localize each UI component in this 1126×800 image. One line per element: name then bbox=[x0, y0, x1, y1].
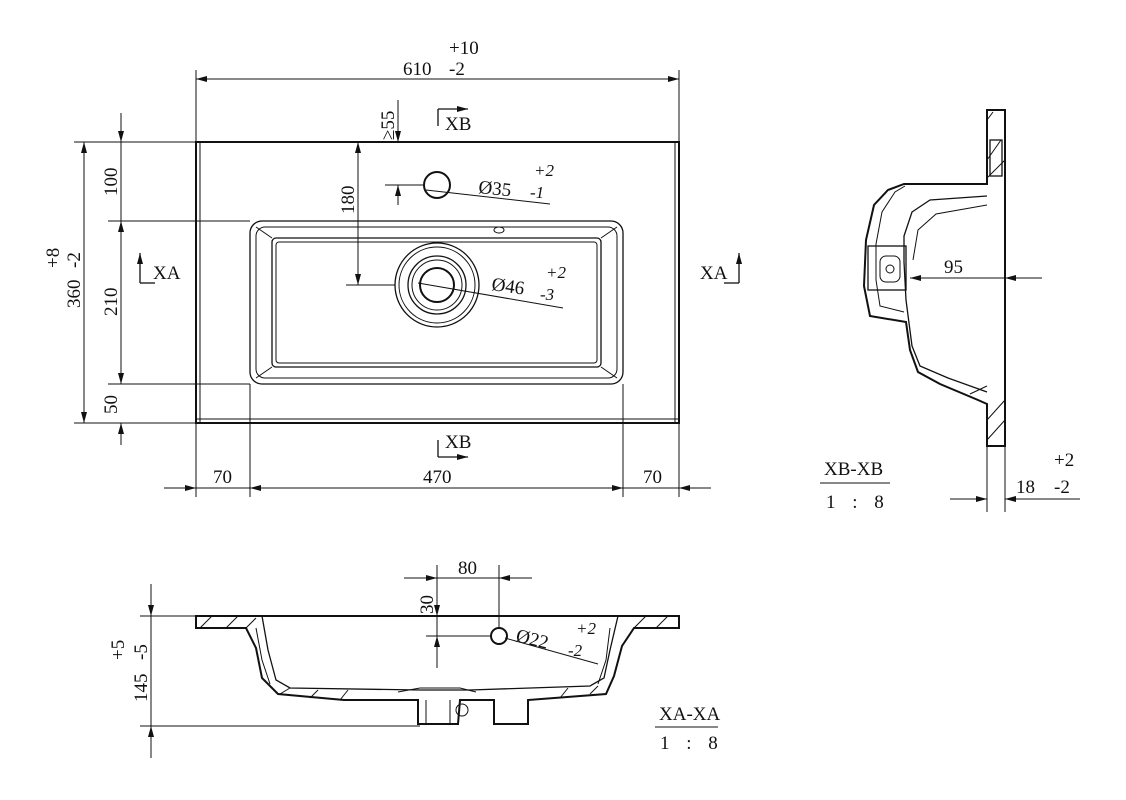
section-xa-profile bbox=[195, 615, 680, 725]
overflow-socket bbox=[867, 245, 907, 291]
section-xb-title: XB-XB bbox=[824, 459, 883, 480]
overflow-hole bbox=[490, 627, 508, 645]
left-margin-dim: 70 bbox=[213, 467, 232, 488]
section-marker-xb-bottom: XB bbox=[437, 432, 471, 460]
svg-text:XA: XA bbox=[153, 263, 181, 284]
front-margin-dim: 50 bbox=[101, 395, 122, 414]
overflow-tol-minus: -2 bbox=[568, 641, 583, 660]
overall-depth-value: 360 bbox=[64, 280, 85, 309]
height-tol-minus: -5 bbox=[131, 644, 152, 660]
back-margin-dim: 100 bbox=[101, 168, 122, 197]
thickness-tol-plus: +2 bbox=[1054, 450, 1074, 471]
bowl-basin bbox=[271, 237, 602, 368]
top-view: 610 +10 -2 ≥55 180 Ø35 +2 -1 Ø46 +2 -3 X… bbox=[43, 38, 742, 497]
section-marker-xa-left: XA bbox=[137, 253, 181, 284]
drain-hole-tol-plus: +2 bbox=[546, 263, 566, 282]
svg-text:XB: XB bbox=[445, 114, 471, 135]
thickness-tol-minus: -2 bbox=[1054, 477, 1070, 498]
min-tap-offset: ≥55 bbox=[378, 111, 399, 140]
height-tol-plus: +5 bbox=[108, 640, 129, 660]
bowl-rim bbox=[249, 220, 624, 385]
section-xb-view: 95 18 +2 -2 XB-XB 1 : 8 bbox=[820, 109, 1080, 513]
tap-hole-tol-minus: -1 bbox=[530, 183, 544, 202]
section-xb-profile bbox=[862, 109, 1006, 447]
section-xa-view: 80 30 Ø22 +2 -2 145 +5 -5 XA-XA 1 : 8 bbox=[108, 558, 724, 758]
overflow-dia: Ø22 bbox=[514, 625, 551, 653]
section-xa-scale: 1 : 8 bbox=[660, 733, 724, 754]
overflow-tol-plus: +2 bbox=[576, 619, 596, 638]
bowl-depth-dim: 210 bbox=[101, 288, 122, 317]
drain-hole bbox=[394, 242, 480, 328]
overall-width-tol-minus: -2 bbox=[449, 59, 465, 80]
height-dim: 145 bbox=[131, 674, 152, 703]
section-xa-title: XA-XA bbox=[659, 704, 720, 725]
section-marker-xa-right: XA bbox=[700, 253, 742, 284]
overall-depth-tol-plus: +8 bbox=[43, 248, 64, 268]
right-margin-dim: 70 bbox=[643, 467, 662, 488]
svg-text:XA: XA bbox=[700, 263, 728, 284]
overall-width-value: 610 bbox=[403, 59, 432, 80]
tap-to-bowl-dim: 180 bbox=[338, 186, 359, 215]
bowl-width-dim: 470 bbox=[423, 467, 452, 488]
overflow-dim: 95 bbox=[944, 257, 963, 278]
hole-offset-x: 80 bbox=[458, 558, 477, 579]
hole-offset-y: 30 bbox=[417, 595, 438, 614]
section-marker-xb-top: XB bbox=[437, 106, 471, 135]
drain-hole-dia: Ø46 bbox=[490, 274, 525, 299]
tap-hole-dia: Ø35 bbox=[477, 177, 512, 201]
tap-hole bbox=[423, 171, 451, 199]
thickness-dim: 18 bbox=[1016, 477, 1035, 498]
drain-hole-tol-minus: -3 bbox=[540, 285, 554, 304]
svg-text:XB: XB bbox=[445, 432, 471, 453]
overall-width-tol-plus: +10 bbox=[449, 38, 479, 59]
tap-hole-tol-plus: +2 bbox=[534, 161, 554, 180]
section-xb-scale: 1 : 8 bbox=[826, 492, 890, 513]
countertop-outline bbox=[195, 141, 680, 424]
overall-depth-tol-minus: -2 bbox=[64, 252, 85, 268]
